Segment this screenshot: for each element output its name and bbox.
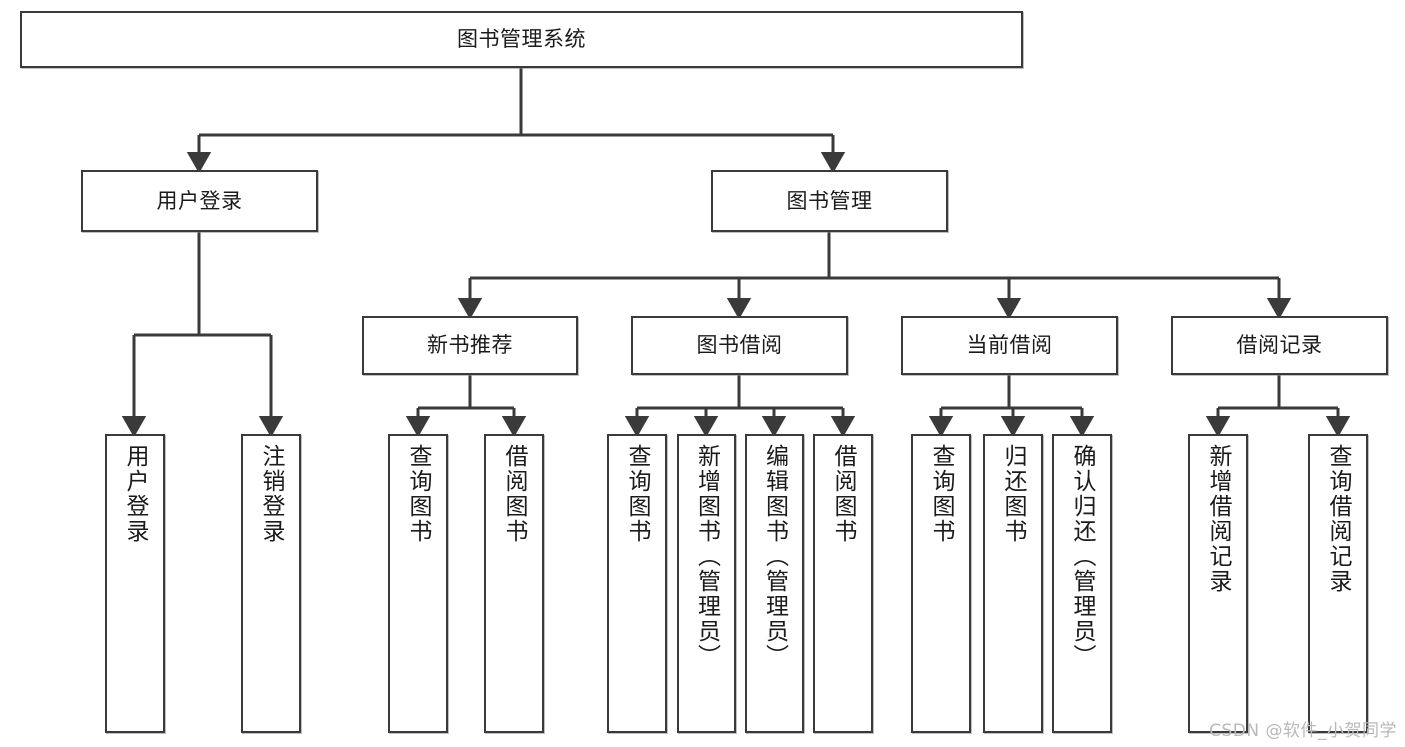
node-new-book-recommend[interactable]: 新书推荐 <box>362 316 578 375</box>
node-leaf-query-book-2-label: 查询图书 <box>624 444 651 544</box>
node-book-manage-label: 图书管理 <box>786 188 873 213</box>
node-leaf-query-book-2[interactable]: 查询图书 <box>607 434 667 733</box>
node-borrow-record[interactable]: 借阅记录 <box>1171 316 1388 375</box>
node-leaf-return-book-label: 归还图书 <box>1000 444 1027 544</box>
node-new-book-recommend-label: 新书推荐 <box>427 333 513 358</box>
node-leaf-query-borrow-record-label: 查询借阅记录 <box>1325 444 1352 594</box>
node-user-login-label: 用户登录 <box>156 188 243 213</box>
node-leaf-query-book-1-label: 查询图书 <box>405 444 432 544</box>
node-leaf-add-book-label: 新增图书（管理员） <box>693 444 720 669</box>
node-leaf-add-book[interactable]: 新增图书（管理员） <box>677 434 736 733</box>
node-leaf-user-login[interactable]: 用户登录 <box>105 434 165 733</box>
node-leaf-confirm-return-label: 确认归还（管理员） <box>1069 444 1096 669</box>
node-user-login[interactable]: 用户登录 <box>81 170 318 232</box>
node-leaf-borrow-book-1[interactable]: 借阅图书 <box>484 434 544 733</box>
node-book-borrow[interactable]: 图书借阅 <box>631 316 848 375</box>
node-leaf-query-book-1[interactable]: 查询图书 <box>388 434 448 733</box>
node-leaf-query-book-3-label: 查询图书 <box>928 444 955 544</box>
node-current-borrow[interactable]: 当前借阅 <box>901 316 1118 375</box>
node-root[interactable]: 图书管理系统 <box>20 11 1023 68</box>
node-leaf-user-logout[interactable]: 注销登录 <box>241 434 301 733</box>
node-leaf-query-book-3[interactable]: 查询图书 <box>911 434 971 733</box>
node-leaf-query-borrow-record[interactable]: 查询借阅记录 <box>1308 434 1368 733</box>
node-leaf-edit-book-label: 编辑图书（管理员） <box>761 444 788 669</box>
node-leaf-user-logout-label: 注销登录 <box>258 444 285 544</box>
node-leaf-borrow-book-2[interactable]: 借阅图书 <box>813 434 873 733</box>
node-leaf-borrow-book-1-label: 借阅图书 <box>501 444 528 544</box>
node-root-label: 图书管理系统 <box>457 27 586 52</box>
node-leaf-return-book[interactable]: 归还图书 <box>983 434 1043 733</box>
node-leaf-edit-book[interactable]: 编辑图书（管理员） <box>745 434 804 733</box>
node-leaf-borrow-book-2-label: 借阅图书 <box>830 444 857 544</box>
node-leaf-confirm-return[interactable]: 确认归还（管理员） <box>1052 434 1112 733</box>
node-leaf-add-borrow-record-label: 新增借阅记录 <box>1205 444 1232 594</box>
node-leaf-add-borrow-record[interactable]: 新增借阅记录 <box>1188 434 1248 733</box>
node-borrow-record-label: 借阅记录 <box>1236 333 1323 358</box>
node-current-borrow-label: 当前借阅 <box>966 333 1053 358</box>
node-book-manage[interactable]: 图书管理 <box>711 170 948 232</box>
node-book-borrow-label: 图书借阅 <box>696 333 783 358</box>
node-leaf-user-login-label: 用户登录 <box>122 444 149 544</box>
csdn-watermark: CSDN @软件_小贺同学 <box>1209 721 1397 741</box>
